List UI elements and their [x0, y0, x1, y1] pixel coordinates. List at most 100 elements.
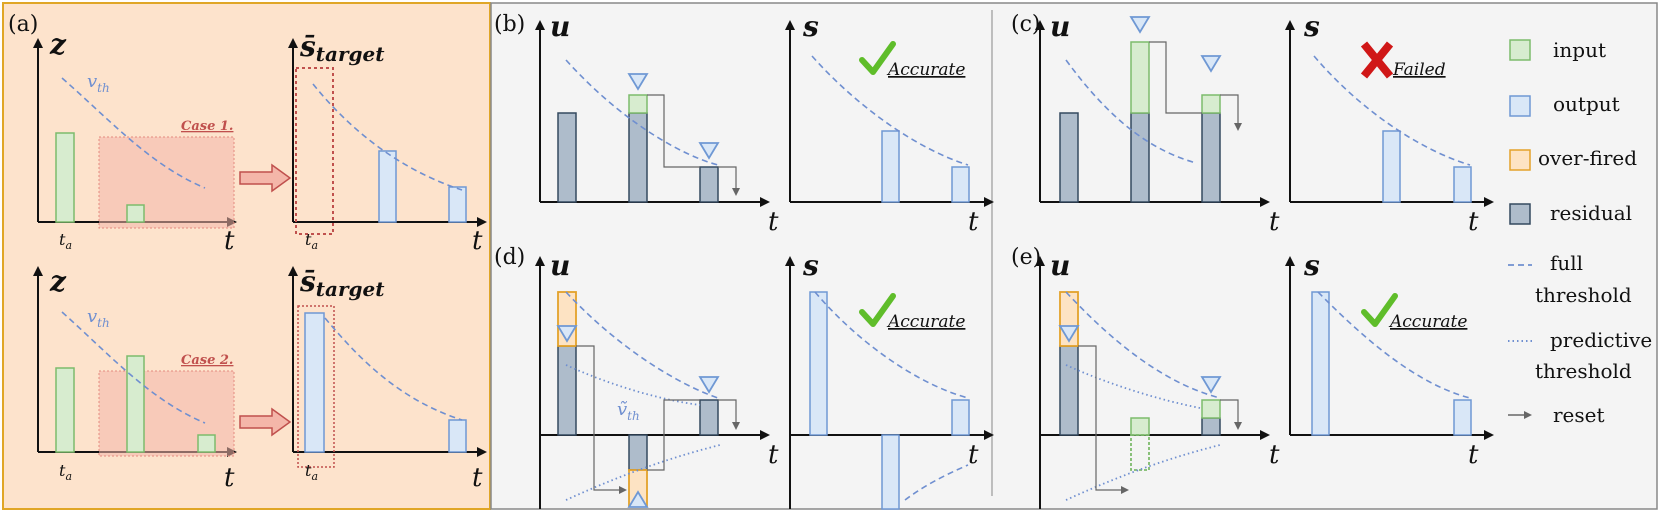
axis-label-s: s: [802, 249, 819, 282]
check-icon: [859, 41, 896, 75]
plot-e-s: [1285, 256, 1494, 440]
axis-label-s: s: [1303, 249, 1320, 282]
panel-label-b: (b): [494, 12, 525, 37]
output-bar: [1453, 166, 1472, 203]
transform-arrow: [239, 407, 292, 437]
predictive-threshold-curve: [1065, 364, 1201, 409]
output-bar: [378, 150, 397, 223]
reset-arrow: [647, 94, 700, 168]
residual-bar: [628, 112, 648, 203]
output-bar: [881, 434, 900, 510]
full-threshold-curve: [811, 55, 969, 166]
panel-label-a: (a): [8, 12, 38, 37]
legend-reset: reset: [1553, 403, 1605, 427]
plot-c-u: [1035, 16, 1270, 207]
check-icon: [1361, 293, 1398, 327]
plot-d-s: [785, 256, 994, 510]
axis-label-t: t: [768, 207, 779, 237]
full-threshold-curve: [61, 311, 206, 424]
fire-marker: [627, 73, 649, 91]
predictive-threshold-curve: [1065, 444, 1221, 501]
full-threshold-curve: [814, 291, 969, 399]
residual-bar: [557, 112, 577, 203]
highlight-box: [297, 305, 335, 468]
legend-output: output: [1553, 92, 1620, 116]
fire-marker: [1200, 55, 1222, 73]
tick-ta: ta: [59, 230, 72, 252]
axis-label-z: z: [49, 265, 67, 298]
output-bar: [448, 186, 467, 223]
plot-a-top-z: [33, 38, 237, 229]
input-bar: [55, 132, 75, 223]
residual-bar: [1059, 112, 1079, 203]
axis-label-t: t: [1269, 440, 1280, 470]
residual-bar: [699, 399, 719, 436]
case1-label: Case 1.: [181, 119, 233, 134]
input-bar: [628, 94, 648, 114]
axis-label-u: u: [550, 249, 570, 282]
fire-marker: [1200, 376, 1222, 394]
plot-a-bottom-z: [33, 266, 237, 457]
status-c: Failed: [1392, 60, 1446, 80]
output-bar: [1382, 130, 1401, 203]
plot-e-u: [1035, 256, 1270, 509]
transform-arrow: [239, 163, 292, 193]
highlight-box: [295, 67, 334, 235]
plot-c-s: [1285, 20, 1494, 207]
tick-ta: ta: [305, 230, 318, 252]
status-d: Accurate: [886, 312, 965, 332]
full-threshold-curve: [565, 59, 719, 166]
vth-label: vth: [87, 71, 110, 95]
input-bar: [1130, 417, 1150, 436]
axis-label-u: u: [1050, 249, 1070, 282]
residual-bar: [628, 434, 648, 471]
panel-label-e: (e): [1011, 245, 1041, 270]
legend-full-2: threshold: [1535, 283, 1632, 307]
residual-bar: [557, 345, 577, 436]
axis-label-t: t: [768, 440, 779, 470]
input-bar: [126, 355, 145, 453]
status-e: Accurate: [1388, 312, 1467, 332]
reset-arrow: [576, 345, 627, 494]
reset-arrow: [1078, 345, 1129, 494]
output-bar: [1453, 399, 1472, 436]
case1-box: [98, 136, 235, 229]
full-threshold-curve: [1313, 55, 1471, 166]
reset-arrow: [1220, 399, 1242, 430]
residual-bar: [1201, 112, 1221, 203]
fire-marker: [698, 376, 720, 394]
axis-label-t: t: [224, 463, 235, 493]
predictive-threshold-curve: [565, 444, 721, 501]
axis-label-z: z: [49, 28, 67, 61]
full-threshold-curve: [324, 317, 463, 421]
vtilde-label: ṽth: [617, 399, 640, 423]
plot-d-u: [535, 256, 770, 509]
legend: input output over-fired residual full th…: [1508, 38, 1652, 427]
input-bar-dashed: [1130, 434, 1150, 471]
fire-marker: [1129, 16, 1151, 34]
panel-a-background: [2, 2, 491, 510]
axis-label-t: t: [968, 207, 979, 237]
axis-label-t: t: [968, 440, 979, 470]
axis-label-t: t: [224, 226, 235, 256]
input-bar: [1201, 94, 1221, 114]
status-b: Accurate: [886, 60, 965, 80]
legend-pred-2: threshold: [1535, 359, 1632, 383]
predictive-threshold-curve: [565, 364, 701, 406]
fire-marker: [698, 142, 720, 160]
full-threshold-curve: [565, 291, 719, 399]
tick-ta: ta: [305, 461, 318, 483]
reset-arrow: [1149, 41, 1202, 114]
fire-marker: [1058, 325, 1080, 343]
legend-output-swatch: [1509, 95, 1531, 117]
axis-label-t: t: [1468, 440, 1479, 470]
legend-overfired: over-fired: [1538, 146, 1637, 170]
input-bar: [1130, 41, 1150, 114]
residual-bar: [1059, 345, 1079, 436]
legend-pred-1: predictive: [1550, 328, 1652, 352]
output-bar: [809, 291, 828, 436]
cross-icon: [1360, 41, 1394, 79]
legend-full-1: full: [1550, 251, 1583, 275]
full-threshold-curve: [1317, 291, 1471, 399]
output-bar: [881, 130, 900, 203]
